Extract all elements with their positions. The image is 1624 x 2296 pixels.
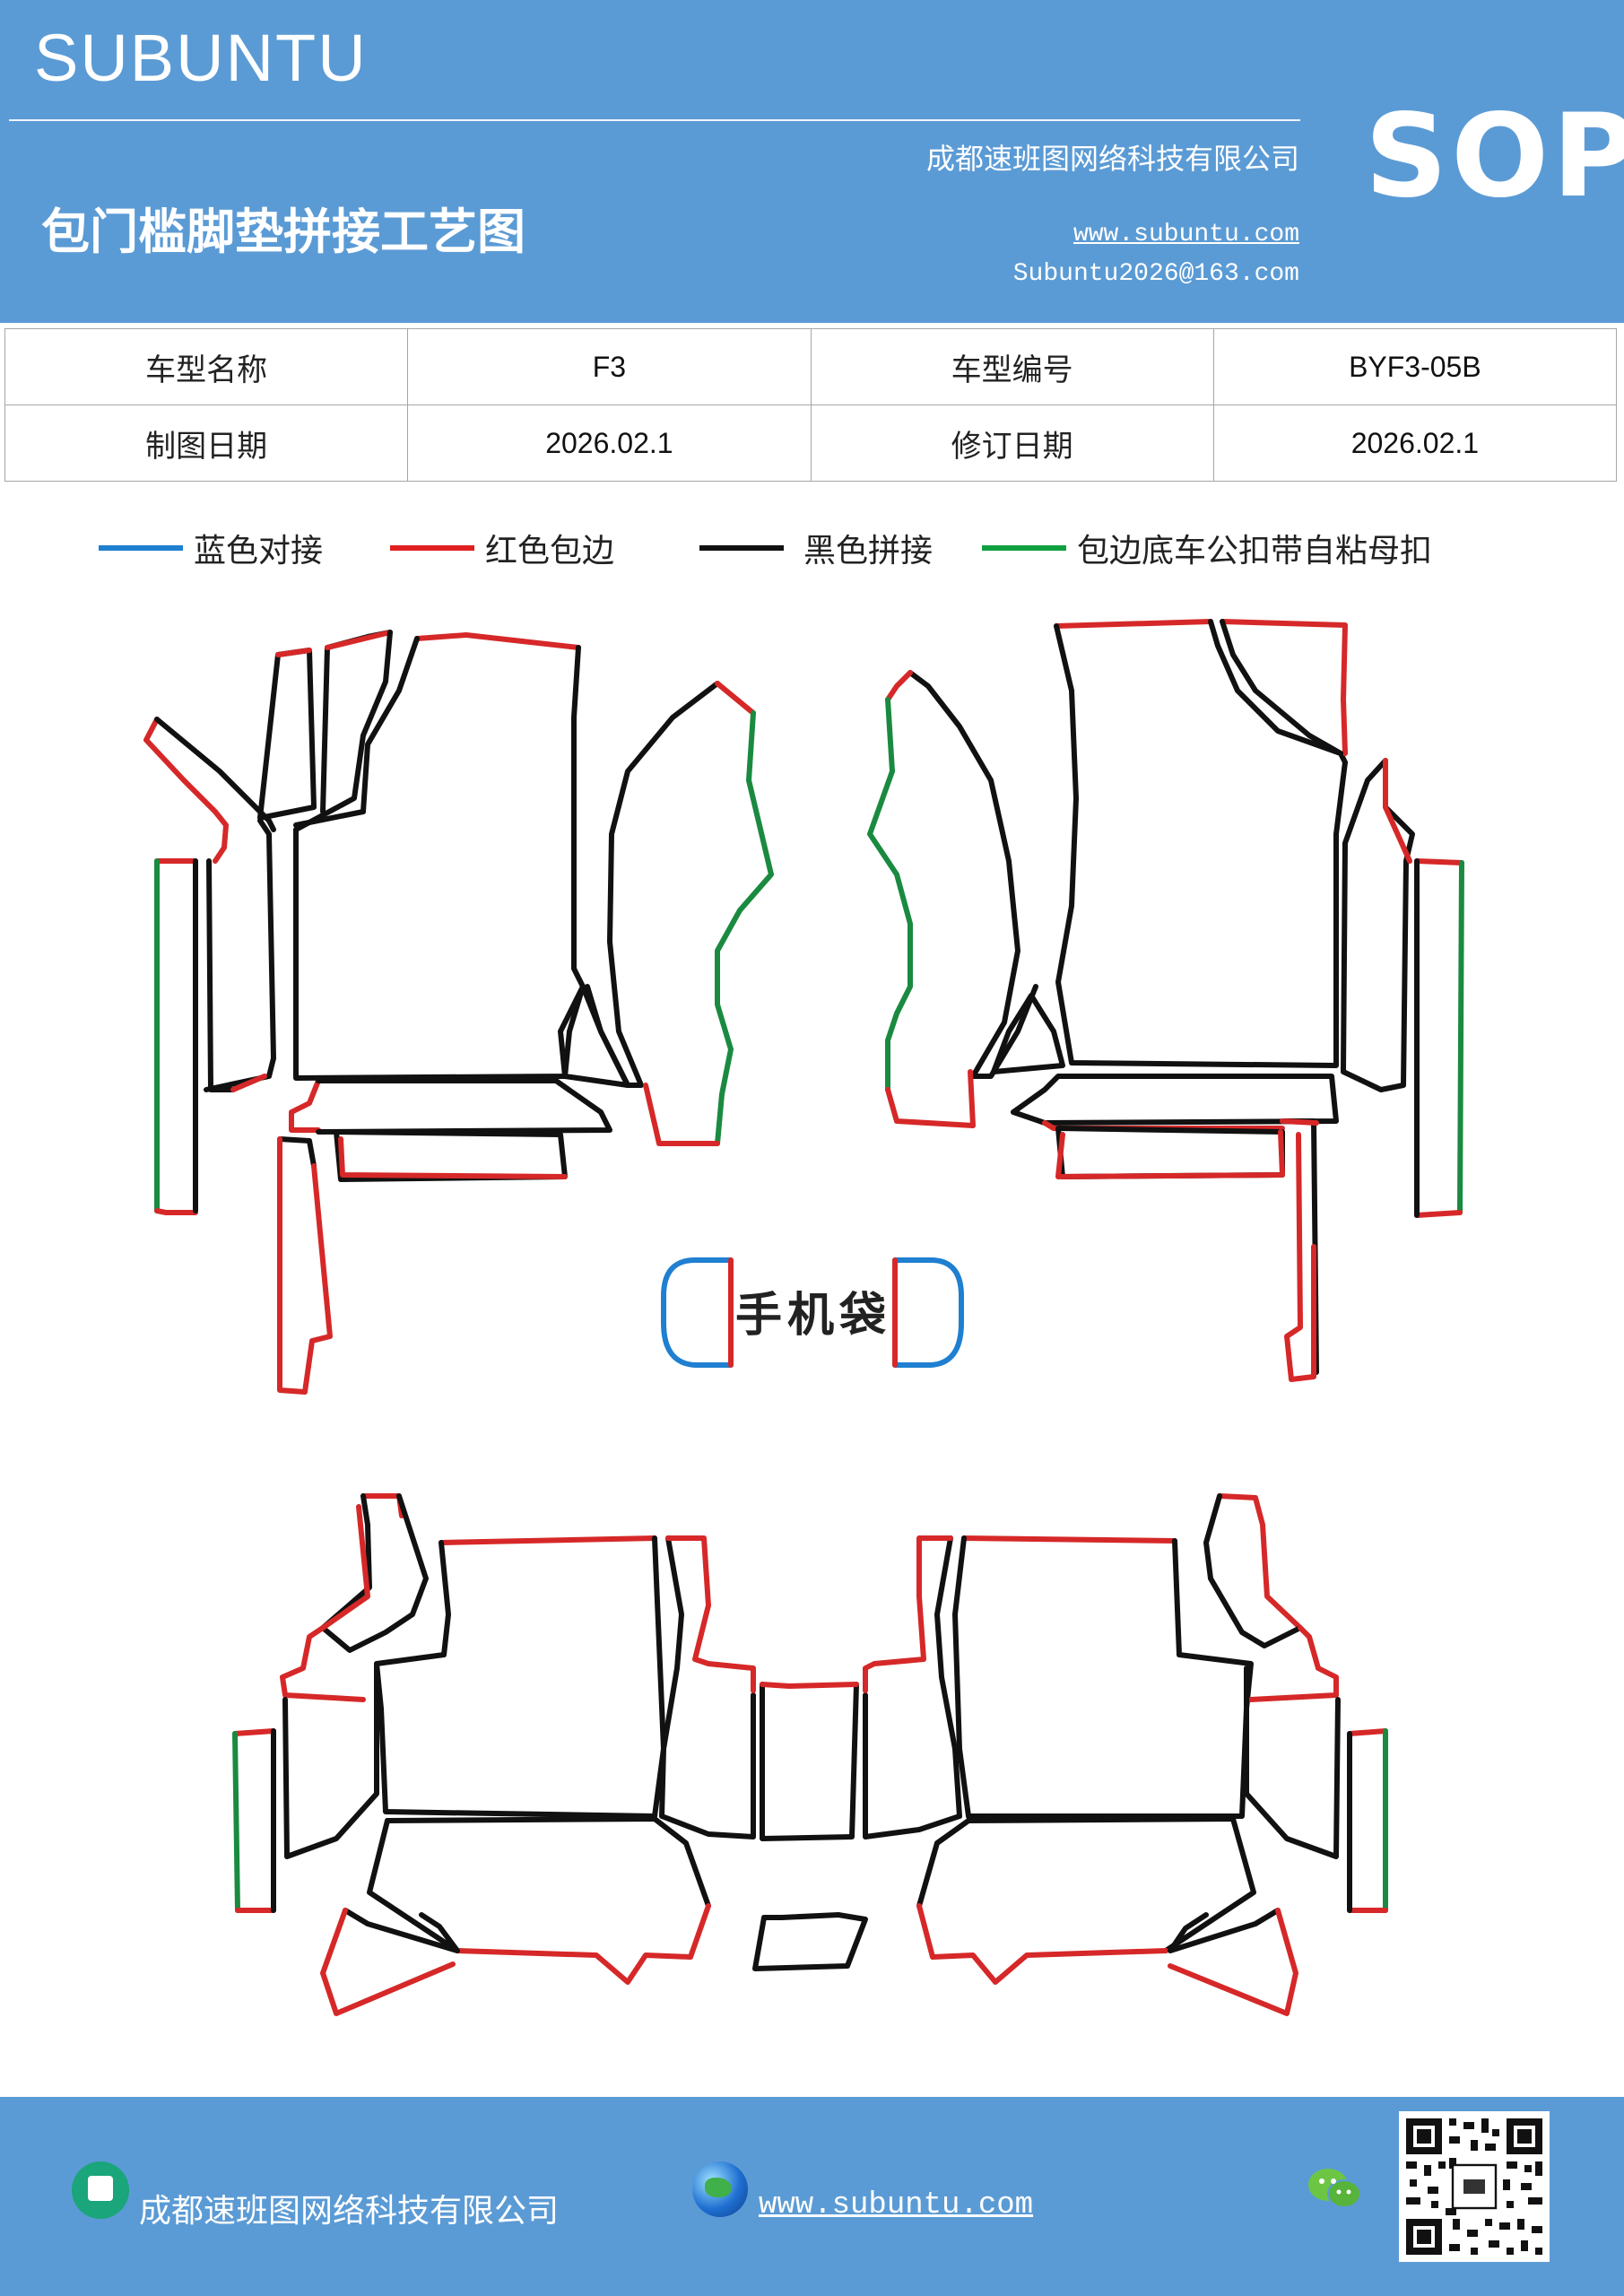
legend-swatch-blue bbox=[99, 545, 183, 551]
floor-mat-splicing-diagram bbox=[143, 619, 1464, 2016]
table-cell-value: BYF3-05B bbox=[1212, 328, 1618, 405]
document-title: 包门槛脚垫拼接工艺图 bbox=[41, 204, 525, 260]
globe-icon bbox=[692, 2161, 748, 2217]
legend-label: 红色包边 bbox=[485, 533, 615, 570]
center-tunnel-pieces bbox=[752, 1682, 868, 1971]
front-left-mat-group bbox=[143, 630, 774, 1395]
email-address-header: Subuntu2026@163.com bbox=[1012, 260, 1299, 288]
table-cell-value: F3 bbox=[407, 328, 812, 405]
website-link-header[interactable]: www.subuntu.com bbox=[1073, 221, 1299, 248]
wechat-icon[interactable] bbox=[1305, 2163, 1364, 2213]
legend-item-green: 包边底车公扣带自粘母扣 bbox=[982, 526, 1432, 570]
table-cell-label: 车型编号 bbox=[810, 328, 1214, 405]
table-row: 制图日期 2026.02.1 修订日期 2026.02.1 bbox=[4, 404, 1618, 482]
rear-right-mat-group bbox=[863, 1493, 1388, 2016]
building-icon bbox=[72, 2161, 129, 2219]
legend-item-blue: 蓝色对接 bbox=[99, 526, 323, 570]
company-name-footer: 成都速班图网络科技有限公司 bbox=[139, 2193, 560, 2230]
header-divider bbox=[9, 119, 1300, 121]
table-cell-value: 2026.02.1 bbox=[1212, 404, 1618, 482]
legend-label: 包边底车公扣带自粘母扣 bbox=[1077, 533, 1433, 570]
website-link-footer[interactable]: www.subuntu.com bbox=[759, 2188, 1034, 2222]
table-cell-label: 车型名称 bbox=[4, 328, 409, 405]
rear-left-mat-group bbox=[232, 1493, 756, 2016]
sop-label: SOP bbox=[1365, 90, 1624, 223]
vehicle-info-table: 车型名称 F3 车型编号 BYF3-05B 制图日期 2026.02.1 修订日… bbox=[4, 328, 1618, 482]
phone-pocket-label: 手机袋 bbox=[735, 1289, 892, 1343]
legend-item-red: 红色包边 bbox=[390, 526, 614, 570]
table-cell-label: 修订日期 bbox=[810, 404, 1214, 482]
legend-item-black: 黑色拼接 bbox=[699, 526, 933, 570]
table-cell-label: 制图日期 bbox=[4, 404, 409, 482]
legend-label: 蓝色对接 bbox=[194, 533, 324, 570]
company-name-header: 成都速班图网络科技有限公司 bbox=[925, 142, 1299, 176]
table-cell-value: 2026.02.1 bbox=[407, 404, 812, 482]
legend-swatch-red bbox=[390, 545, 474, 551]
qr-code bbox=[1399, 2111, 1550, 2262]
legend-swatch-black bbox=[699, 545, 784, 551]
front-right-mat-group bbox=[867, 619, 1464, 1382]
phone-pocket-pieces bbox=[661, 1257, 964, 1368]
legend-label: 黑色拼接 bbox=[803, 533, 934, 570]
brand-name: SUBUNTU bbox=[34, 21, 368, 95]
legend-swatch-green bbox=[982, 545, 1066, 551]
header-banner bbox=[0, 0, 1624, 323]
table-row: 车型名称 F3 车型编号 BYF3-05B bbox=[4, 328, 1618, 405]
